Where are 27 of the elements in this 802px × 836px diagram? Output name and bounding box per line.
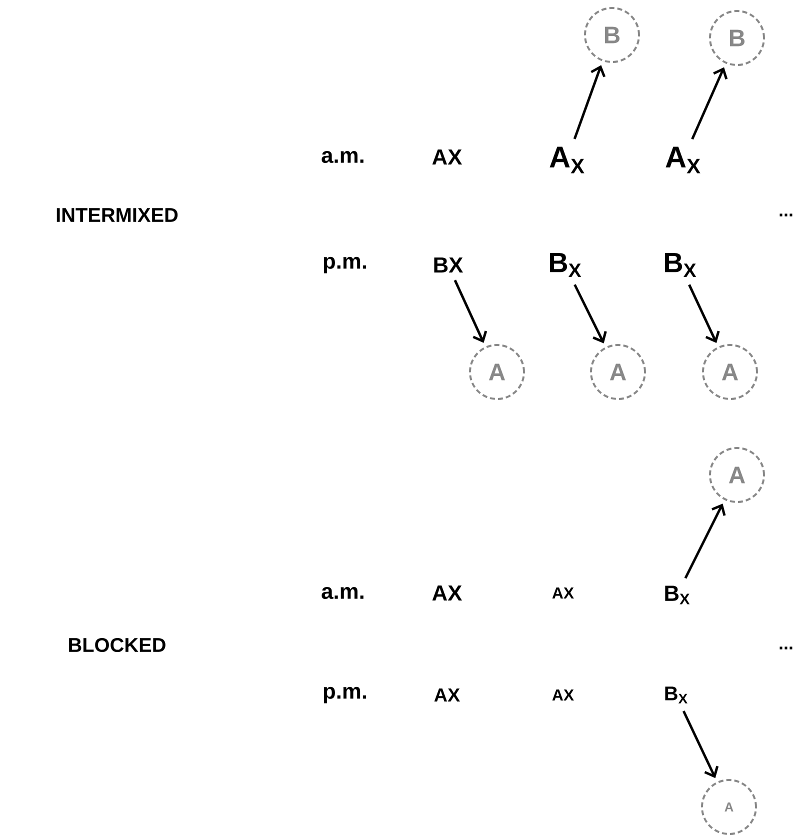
arrow <box>574 284 607 344</box>
trial-text: B$_{X}$ <box>550 252 582 278</box>
ellipsis: ... <box>780 214 792 216</box>
trial-text: BX <box>434 257 464 273</box>
arrow <box>688 284 720 344</box>
trial-text: B$_{X}$ <box>665 686 688 704</box>
trial-text: B$_{X}$ <box>665 252 696 278</box>
arrow <box>684 504 726 579</box>
ellipsis: ... <box>780 646 792 650</box>
trial-text: A$_{X}$ <box>666 146 700 174</box>
trial-text: A$_{X}$ <box>550 146 584 174</box>
trial-text: B$_{X}$ <box>665 586 690 604</box>
arrow <box>691 67 728 140</box>
row-label: p.m. <box>324 686 366 704</box>
trial-label: AX <box>434 688 460 702</box>
condition-label: INTERMIXED <box>56 208 178 222</box>
row-label: p.m. <box>324 256 366 274</box>
condition-label: BLOCKED <box>69 638 166 652</box>
row-label: a.m. <box>322 586 364 600</box>
arrow <box>573 65 606 140</box>
arrow <box>682 710 719 778</box>
trial-label: AX <box>552 690 574 700</box>
trial-label: AX <box>432 585 462 601</box>
trial-label: AX <box>432 149 462 165</box>
trial-label: AX <box>552 588 574 598</box>
arrow <box>454 280 488 343</box>
row-label: a.m. <box>322 151 364 164</box>
